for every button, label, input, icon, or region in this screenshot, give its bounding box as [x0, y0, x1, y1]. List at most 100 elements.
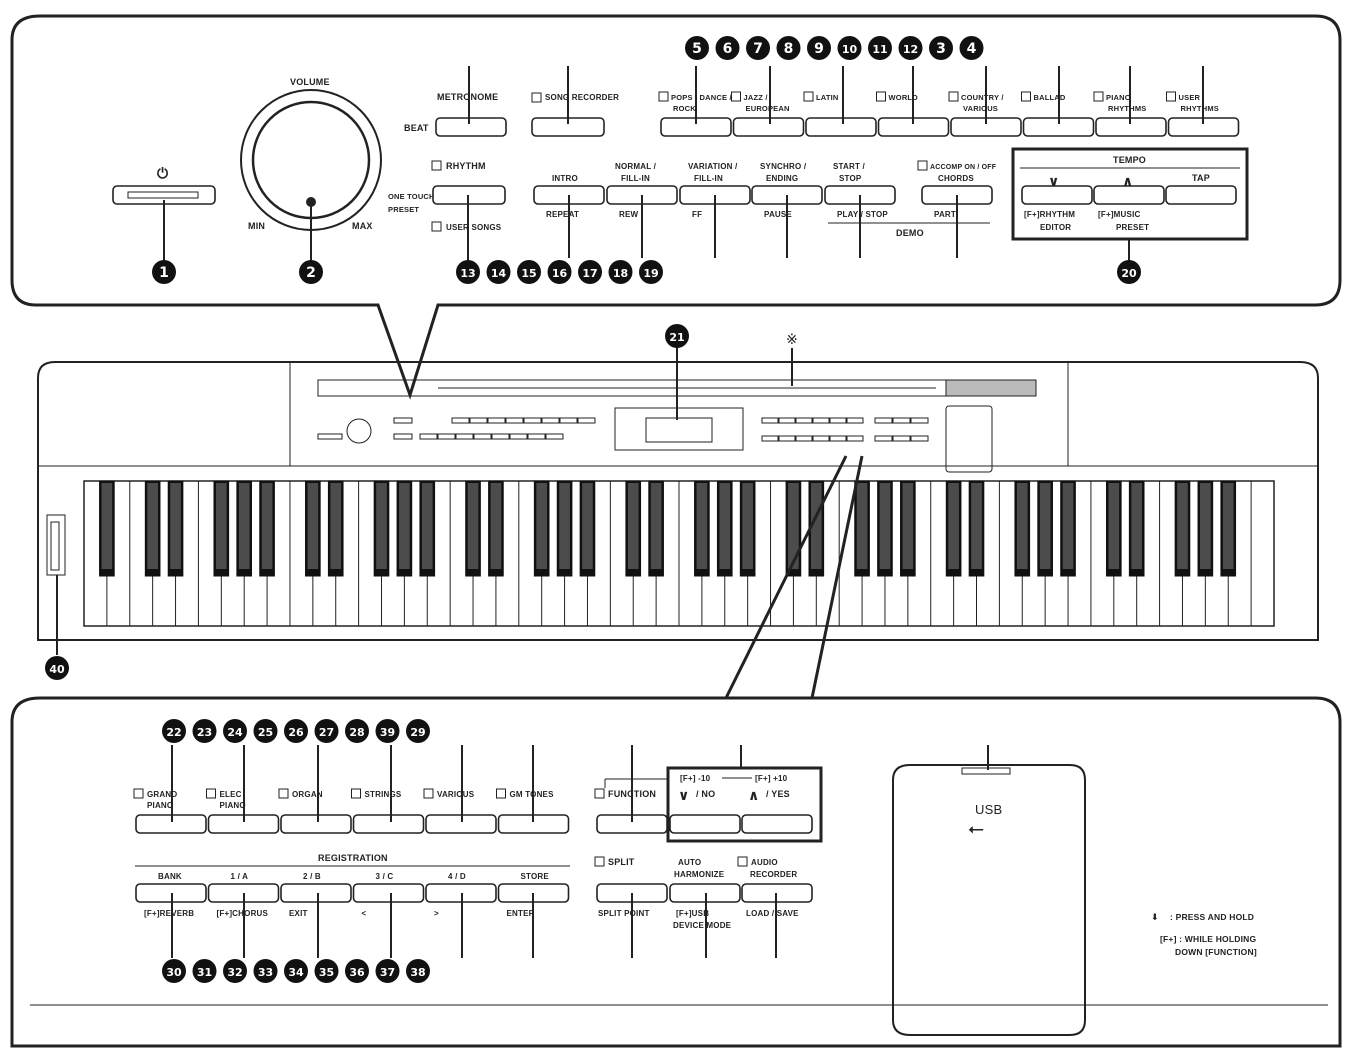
tone-led-3	[278, 788, 289, 799]
black-key[interactable]	[625, 480, 642, 577]
black-key[interactable]	[167, 480, 184, 577]
rhythm-group-label-7-a: PIANO	[1106, 93, 1131, 102]
tone-label-1-a: GRAND	[147, 790, 177, 799]
callout-18-number: 18	[613, 267, 628, 280]
black-key[interactable]	[968, 480, 985, 577]
normal_fill-top1: NORMAL /	[615, 162, 657, 171]
registration-button-4[interactable]	[352, 883, 425, 903]
callout-16-number: 16	[552, 267, 568, 280]
black-key[interactable]	[533, 480, 550, 577]
black-key[interactable]	[716, 480, 733, 577]
callout-32: 32	[223, 959, 247, 983]
one-touch-preset-line1: ONE TOUCH	[388, 192, 435, 201]
asterisk-mark: ※	[786, 331, 798, 347]
callout-38: 38	[406, 959, 430, 983]
display-screen	[614, 407, 744, 451]
black-key[interactable]	[556, 480, 573, 577]
tone-button-3[interactable]	[280, 814, 352, 834]
black-key[interactable]	[1174, 480, 1191, 577]
black-key[interactable]	[877, 480, 893, 577]
callout-38-number: 38	[410, 966, 425, 979]
black-key[interactable]	[259, 480, 275, 577]
black-key[interactable]	[488, 480, 504, 577]
yes-label: / YES	[766, 789, 790, 799]
callout-24-number: 24	[227, 726, 243, 739]
black-key[interactable]	[694, 480, 710, 577]
black-key[interactable]	[945, 480, 962, 577]
callout-12: 12	[898, 36, 923, 60]
callout-36: 36	[345, 959, 369, 983]
black-key[interactable]	[373, 480, 390, 577]
black-key[interactable]	[396, 480, 413, 577]
tone-led-1	[133, 788, 144, 799]
callout-22: 22	[162, 719, 186, 743]
black-key[interactable]	[213, 480, 230, 577]
music-preset-line2: PRESET	[1116, 223, 1149, 232]
rhythm-led	[431, 160, 442, 171]
rhythm-group-button-2[interactable]	[732, 117, 805, 137]
black-key[interactable]	[465, 480, 481, 577]
black-key[interactable]	[579, 480, 596, 577]
callout-19-number: 19	[643, 267, 658, 280]
callout-14-number: 14	[491, 267, 507, 280]
tempo-tap-button[interactable]	[1165, 185, 1237, 205]
callout-36-number: 36	[349, 966, 365, 979]
black-key[interactable]	[327, 480, 344, 577]
tone-led-2	[206, 788, 216, 799]
callout-8: 8	[776, 36, 801, 60]
no-button[interactable]	[669, 814, 741, 834]
callout-32-number: 32	[227, 966, 242, 979]
intro-bottom: REPEAT	[546, 210, 579, 219]
black-key[interactable]	[739, 480, 756, 577]
rhythm-group-led-2	[731, 91, 741, 102]
callout-20: 20	[1117, 260, 1141, 284]
black-key[interactable]	[236, 480, 253, 577]
callout-30: 30	[162, 959, 186, 983]
callout-35: 35	[314, 959, 339, 983]
volume-min: MIN	[248, 221, 265, 231]
black-key[interactable]	[648, 480, 664, 577]
rhythm-group-button-3[interactable]	[805, 117, 877, 137]
no-icon: ∨	[678, 787, 690, 803]
black-key[interactable]	[419, 480, 436, 577]
variation_fill-top1: VARIATION /	[688, 162, 738, 171]
callout-9-number: 9	[814, 41, 824, 57]
tone-button-4[interactable]	[352, 814, 425, 834]
black-key[interactable]	[1220, 480, 1237, 577]
black-key[interactable]	[854, 480, 870, 577]
black-key[interactable]	[1060, 480, 1076, 577]
black-key[interactable]	[1105, 480, 1122, 577]
black-key[interactable]	[900, 480, 916, 577]
callout-11: 11	[868, 36, 892, 60]
metronome-label: METRONOME	[437, 92, 498, 102]
yes-button[interactable]	[741, 814, 813, 834]
black-key[interactable]	[144, 480, 161, 577]
accomp-top: ACCOMP ON / OFF	[930, 164, 997, 171]
registration-sub-2: [F+]CHORUS	[217, 909, 269, 918]
audio-recorder-line2: RECORDER	[750, 870, 797, 879]
registration-label-1: BANK	[158, 872, 182, 881]
black-key[interactable]	[305, 480, 321, 577]
black-key[interactable]	[1197, 480, 1214, 577]
callout-28: 28	[345, 719, 369, 743]
black-key[interactable]	[1037, 480, 1053, 577]
variation_fill-bottom: FF	[692, 210, 702, 219]
metronome-button[interactable]	[435, 117, 507, 137]
registration-button-3[interactable]	[280, 883, 352, 903]
registration-label-5: 4 / D	[448, 872, 466, 881]
usb-icon: ⭠	[968, 818, 984, 840]
black-key[interactable]	[1014, 480, 1031, 577]
black-key[interactable]	[99, 480, 115, 577]
pitch-slider[interactable]	[46, 514, 66, 576]
keyboard-body	[37, 361, 1319, 641]
callout-21: 21	[665, 324, 689, 348]
callout-6-number: 6	[723, 41, 733, 57]
black-key[interactable]	[1128, 480, 1145, 577]
rhythm-group-led-8	[1166, 91, 1176, 102]
tempo-up-button[interactable]	[1093, 185, 1165, 205]
callout-19: 19	[639, 260, 663, 284]
tempo-down-button[interactable]	[1021, 185, 1093, 205]
